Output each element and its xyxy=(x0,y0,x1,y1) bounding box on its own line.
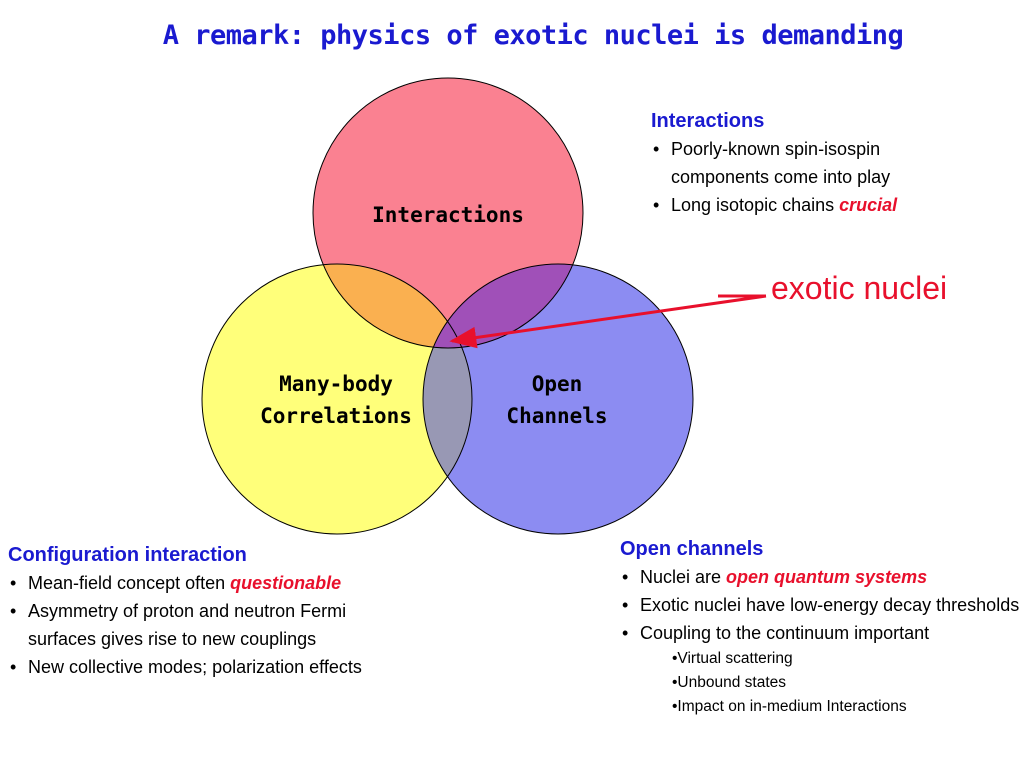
correlations-circle-label-line1: Many-body xyxy=(279,372,393,396)
open-channels-text-block: Open channels Nuclei are open quantum sy… xyxy=(620,535,1024,719)
interactions-bullet-1: Poorly-known spin-isospin components com… xyxy=(651,135,981,191)
configuration-text-block: Configuration interaction Mean-field con… xyxy=(8,541,448,681)
open-channels-circle-label-line2: Channels xyxy=(506,404,607,428)
open-channels-sub-1: •Virtual scattering xyxy=(672,650,793,667)
interactions-heading: Interactions xyxy=(651,110,765,132)
configuration-bullet-3: New collective modes; polarization effec… xyxy=(8,653,403,681)
open-channels-circle-outline xyxy=(422,263,694,535)
exotic-nuclei-label: exotic nuclei xyxy=(771,270,948,306)
configuration-bullet-1-emphasis: questionable xyxy=(230,573,342,593)
interactions-circle-label: Interactions xyxy=(372,203,524,227)
interactions-bullet-2: Long isotopic chains crucial xyxy=(651,191,981,219)
correlations-circle-outline xyxy=(201,263,473,535)
open-channels-bullet-1-emphasis: open quantum systems xyxy=(726,567,928,587)
open-channels-sub-3: •Impact on in-medium Interactions xyxy=(672,698,907,715)
interactions-circle-outline xyxy=(312,77,584,349)
configuration-bullet-1-text: Mean-field concept often xyxy=(28,573,231,593)
overlap-interactions-open xyxy=(423,264,583,348)
open-channels-circle-label-line1: Open xyxy=(532,372,583,396)
interactions-bullet-2-text: Long isotopic chains xyxy=(671,195,840,215)
configuration-heading: Configuration interaction xyxy=(8,544,247,566)
overlap-interactions-correlations xyxy=(313,264,472,348)
open-channels-heading: Open channels xyxy=(620,538,764,560)
slide-title: A remark: physics of exotic nuclei is de… xyxy=(162,20,904,51)
correlations-circle-label-line2: Correlations xyxy=(260,404,412,428)
interactions-bullet-2-emphasis: crucial xyxy=(839,195,898,215)
interactions-text-block: Interactions Poorly-known spin-isospin c… xyxy=(651,107,981,219)
open-channels-bullet-3: Coupling to the continuum important xyxy=(620,619,1024,647)
open-channels-bullet-2: Exotic nuclei have low-energy decay thre… xyxy=(620,591,1024,619)
open-channels-bullet-1-text: Nuclei are xyxy=(640,567,727,587)
pointer-arrow xyxy=(449,294,767,349)
configuration-bullet-1: Mean-field concept often questionable xyxy=(8,569,448,597)
configuration-bullet-2: Asymmetry of proton and neutron Fermi su… xyxy=(8,597,383,653)
open-channels-sub-2: •Unbound states xyxy=(672,674,787,691)
open-channels-bullet-1: Nuclei are open quantum systems xyxy=(620,563,1024,591)
